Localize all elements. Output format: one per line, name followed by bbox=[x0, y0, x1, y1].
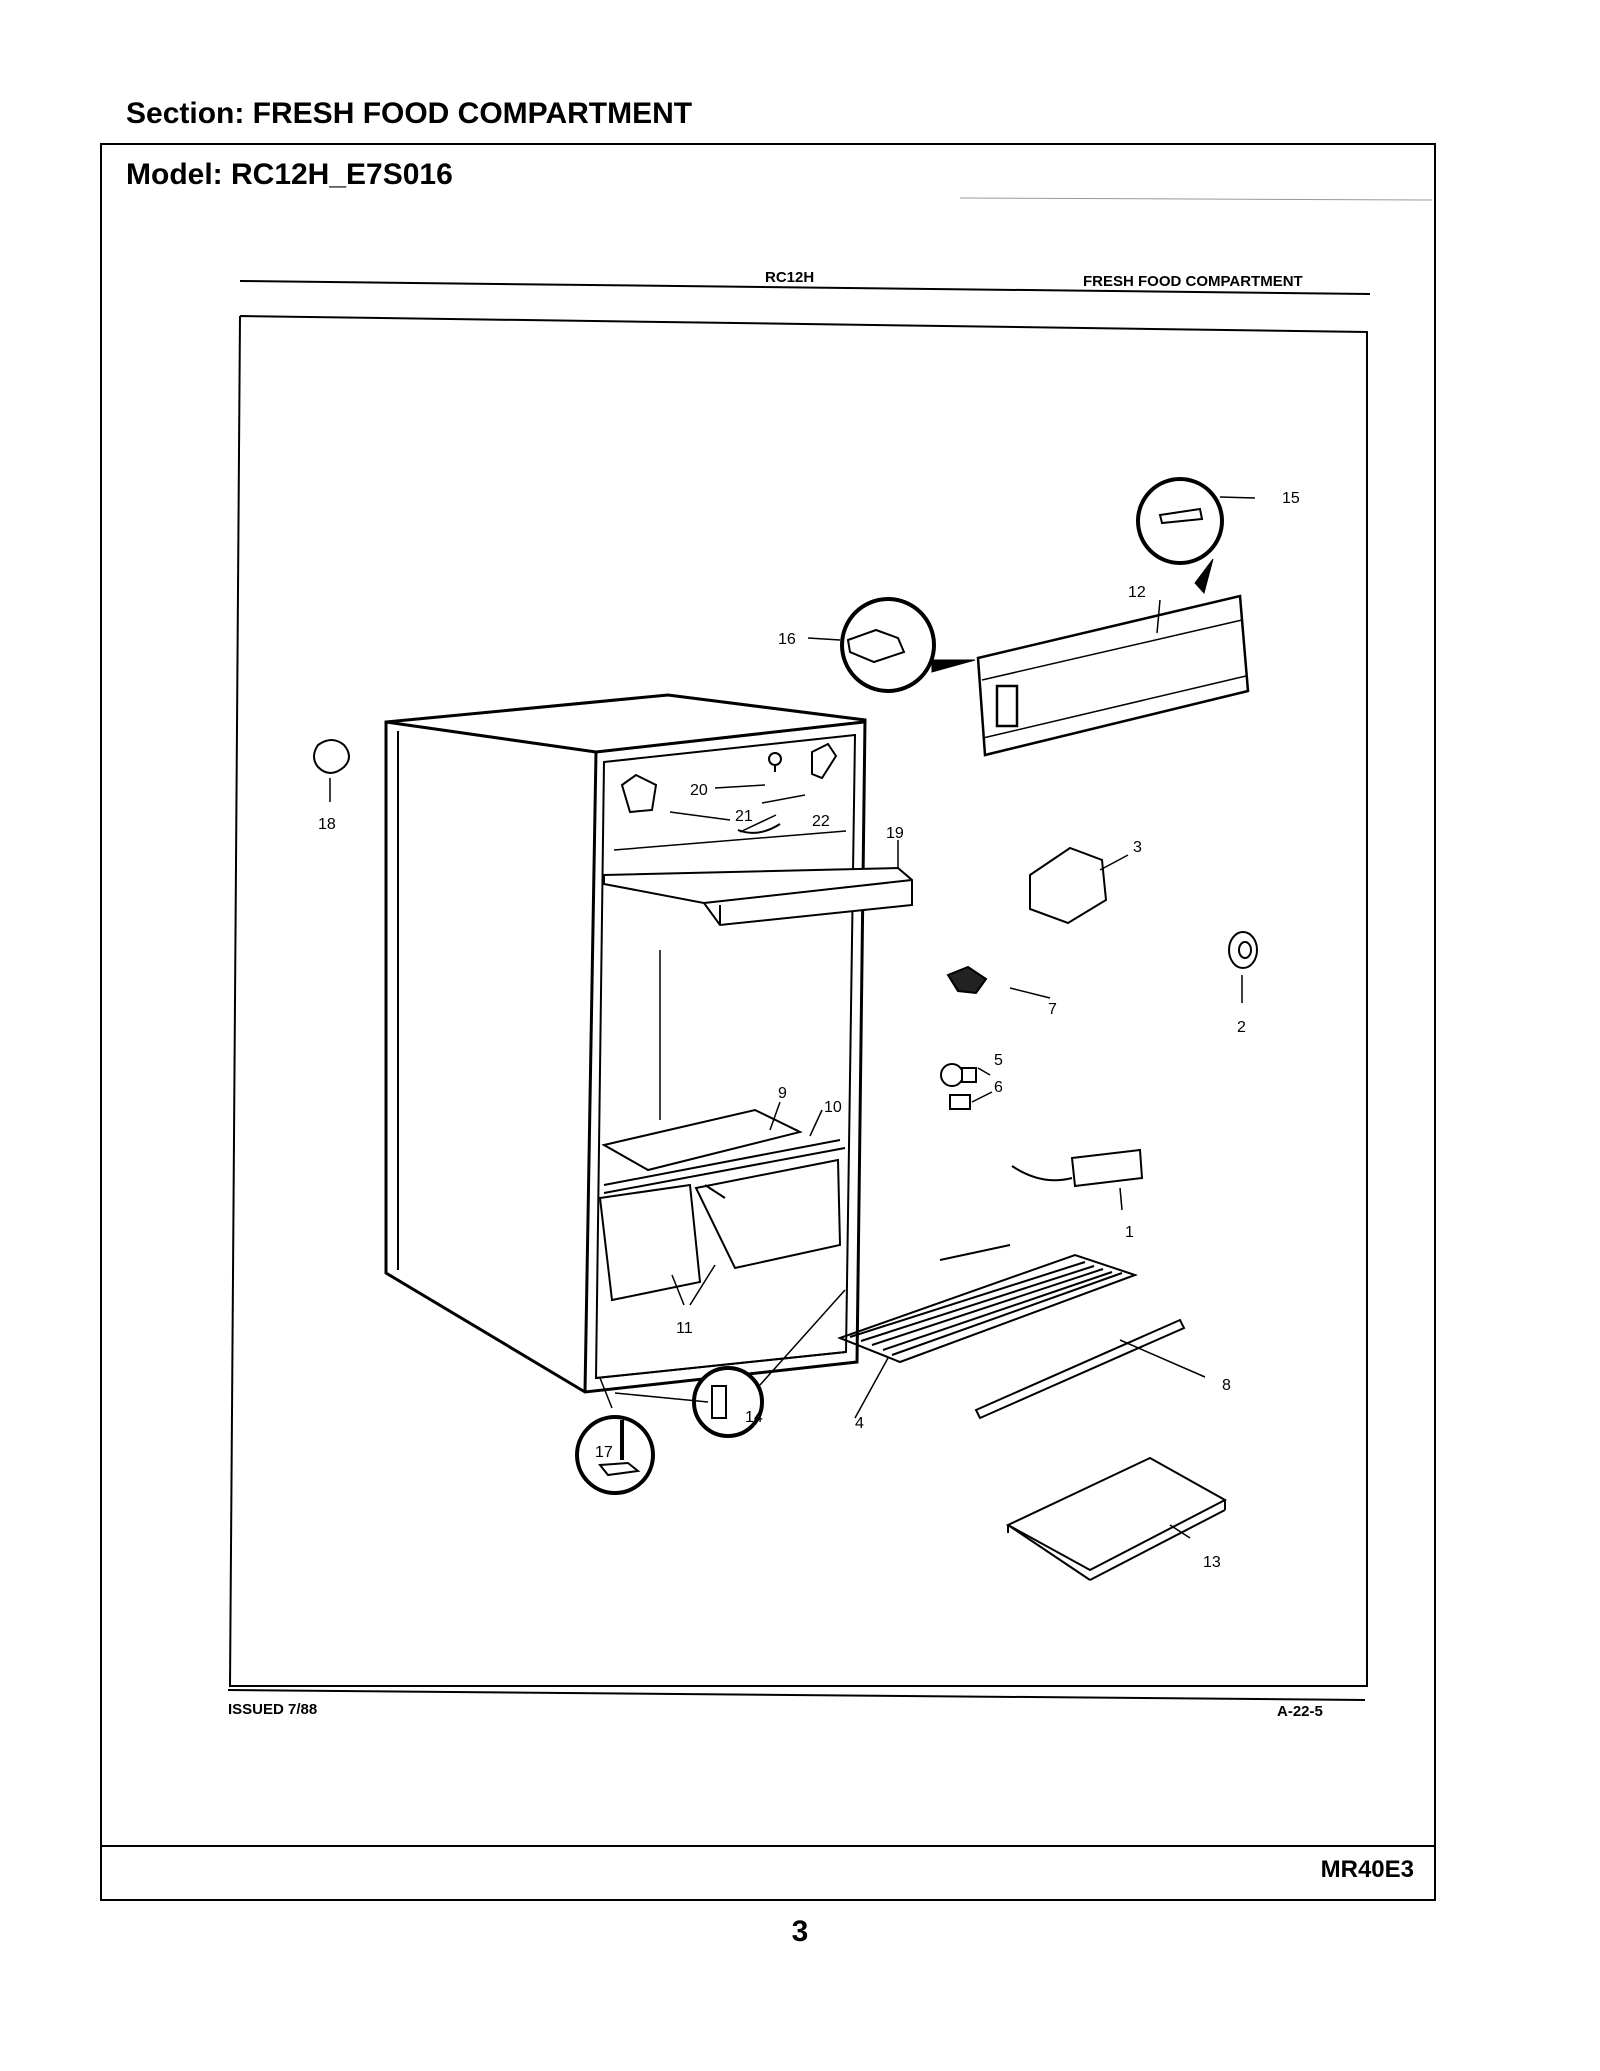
plate-model-code: RC12H bbox=[765, 269, 814, 286]
plate-bottom-rule bbox=[227, 1689, 1366, 1701]
detail-circle-16 bbox=[840, 597, 976, 693]
part-18-shape bbox=[313, 739, 350, 774]
part-8-shape bbox=[974, 1318, 1186, 1420]
detail-circle-15 bbox=[1136, 477, 1224, 595]
leader-lines bbox=[329, 496, 1256, 1539]
callout-2: 2 bbox=[1237, 1019, 1246, 1036]
callout-19: 19 bbox=[886, 825, 904, 842]
cabinet-liner-details bbox=[598, 742, 913, 1302]
plate-number: A-22-5 bbox=[1277, 1703, 1323, 1720]
detail-circle-17 bbox=[575, 1415, 655, 1495]
callout-22: 22 bbox=[812, 813, 830, 830]
part-2-shape bbox=[1228, 931, 1258, 969]
callout-1: 1 bbox=[1125, 1224, 1134, 1241]
callout-11: 11 bbox=[676, 1320, 693, 1337]
callout-16: 16 bbox=[778, 631, 796, 648]
page-frame bbox=[100, 143, 1436, 1901]
issued-date: ISSUED 7/88 bbox=[228, 1701, 317, 1718]
footer-rule bbox=[100, 1845, 1436, 1847]
callout-7: 7 bbox=[1048, 1001, 1057, 1018]
callout-18: 18 bbox=[318, 816, 336, 833]
footer-code: MR40E3 bbox=[1320, 1856, 1414, 1883]
callouts: 15 12 16 18 20 21 22 19 3 2 7 5 6 9 10 1… bbox=[318, 490, 1300, 1571]
callout-8: 8 bbox=[1222, 1377, 1231, 1394]
part-3-shape bbox=[1029, 846, 1108, 925]
plate-frame bbox=[228, 315, 1368, 1687]
callout-14: 14 bbox=[745, 1409, 763, 1426]
callout-9: 9 bbox=[778, 1085, 787, 1102]
page-number: 3 bbox=[791, 1915, 809, 1948]
model-title: Model: RC12H_E7S016 bbox=[126, 158, 453, 191]
part-13-egg-tray bbox=[1005, 1456, 1228, 1581]
part-5-6-shapes bbox=[940, 1063, 977, 1110]
callout-6: 6 bbox=[994, 1079, 1003, 1096]
part-7-shape bbox=[946, 965, 988, 995]
part-4-wire-shelf bbox=[837, 1244, 1139, 1364]
plate-header-rule bbox=[239, 280, 1371, 295]
section-title: Section: FRESH FOOD COMPARTMENT bbox=[126, 97, 693, 130]
callout-10: 10 bbox=[824, 1099, 842, 1116]
callout-5: 5 bbox=[994, 1052, 1003, 1069]
callout-12: 12 bbox=[1128, 584, 1146, 601]
part-1-shape bbox=[1011, 1148, 1144, 1188]
callout-4: 4 bbox=[855, 1415, 864, 1432]
callout-21: 21 bbox=[735, 808, 753, 825]
callout-17: 17 bbox=[595, 1444, 613, 1461]
detail-circle-14 bbox=[692, 1366, 764, 1438]
callout-15: 15 bbox=[1282, 490, 1300, 507]
callout-3: 3 bbox=[1133, 839, 1142, 856]
door-panel bbox=[976, 594, 1250, 757]
callout-20: 20 bbox=[690, 782, 708, 799]
callout-13: 13 bbox=[1203, 1554, 1221, 1571]
plate-title: FRESH FOOD COMPARTMENT bbox=[1083, 273, 1303, 290]
